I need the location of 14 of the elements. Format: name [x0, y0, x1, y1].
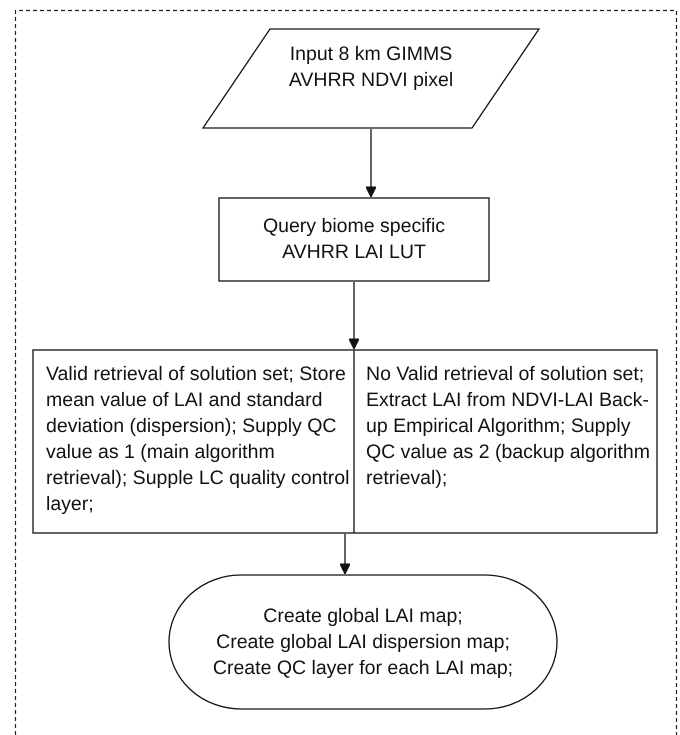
frame [15, 10, 677, 735]
node-text: Create global LAI dispersion map; [215, 630, 511, 655]
process-box [32, 349, 658, 534]
process-box [218, 197, 490, 282]
node-text: No Valid retrieval of solution set; Extract LAI from NDVI-LAI Back-up Empirical Algorithm; Supply QC value as 2 (backup algorithm retrieval); [366, 362, 651, 491]
node-text: Input 8 km GIMMS AVHRR NDVI pixel [288, 42, 454, 93]
node-text: Valid retrieval of solution set; Store mean value of LAI and standard deviation (dispersion); Supply QC value as 1 (main algorithm retrieval); Supple LC quality control layer; [46, 362, 350, 517]
arrow [339, 534, 351, 575]
input-parallelogram [202, 28, 540, 129]
arrow [348, 282, 360, 350]
arrow [365, 129, 377, 198]
node-text: Create global LAI map; [262, 604, 464, 629]
node-text: Create QC layer for each LAI map; [212, 656, 514, 681]
node-text: Query biome specific AVHRR LAI LUT [262, 214, 446, 265]
